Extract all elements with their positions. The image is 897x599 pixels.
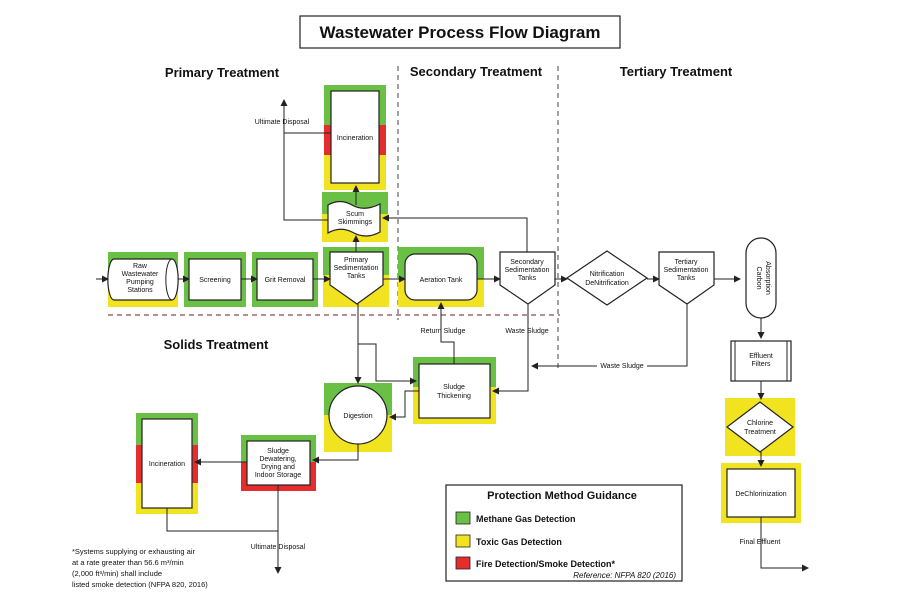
- label-carbon-line2: Absorption: [764, 261, 771, 295]
- flow-label-bg: [597, 360, 647, 370]
- node-aeration-tank: Aeration Tank: [404, 253, 478, 301]
- label-effluent-line1: Effluent: [749, 353, 773, 360]
- label-incin-solids: Incineration: [149, 461, 185, 468]
- flow-label-ultimate-disposal-bottom: Ultimate Disposal: [251, 544, 306, 551]
- legend-swatch-fire: [455, 556, 471, 570]
- node-secondary-sedimentation: Secondary Sedimentation Tanks: [499, 251, 556, 305]
- footnote: *Systems supplying or exhausting air at …: [72, 547, 208, 589]
- legend-box: [445, 484, 683, 582]
- legend-title: Protection Method Guidance: [487, 490, 637, 502]
- label-raw-line2: Wastewater: [122, 271, 159, 278]
- label-dewater-line4: Indoor Storage: [255, 472, 301, 479]
- label-nitri-line2: DeNitrification: [585, 280, 629, 287]
- label-scum-line2: Skimmings: [338, 219, 373, 226]
- label-screening: Screening: [199, 277, 231, 284]
- label-chlorine-line2: Treatment: [744, 429, 776, 436]
- label-secsed-line2: Sedimentation: [505, 267, 550, 274]
- label-raw-line3: Pumping: [126, 279, 154, 286]
- label-thick-line1: Sludge: [443, 384, 465, 391]
- label-grit-removal: Grit Removal: [265, 277, 306, 284]
- legend-label-toxic: Toxic Gas Detection: [476, 537, 562, 547]
- node-sludge-dewatering: Sludge Dewatering, Drying and Indoor Sto…: [246, 440, 311, 486]
- label-primsed-line2: Sedimentation: [334, 265, 379, 272]
- node-effluent-filters: Effluent Filters: [730, 340, 792, 382]
- label-dechlor: DeChlorinization: [735, 491, 786, 498]
- flow-label-final-effluent: Final Effluent: [740, 539, 781, 546]
- legend-swatch-methane: [455, 511, 471, 525]
- flow-label-ultimate-disposal-top: Ultimate Disposal: [255, 119, 310, 126]
- label-tersed-line3: Tanks: [677, 275, 696, 282]
- footnote-line3: (2,000 ft³/min) shall include: [72, 569, 162, 578]
- section-secondary: Secondary Treatment: [410, 64, 543, 79]
- label-incin-top: Incineration: [337, 135, 373, 142]
- legend-swatch-toxic: [455, 534, 471, 548]
- label-raw-line1: Raw: [133, 263, 148, 270]
- label-tersed-line1: Tertiary: [675, 259, 698, 266]
- label-effluent-line2: Filters: [751, 361, 771, 368]
- label-primsed-line3: Tanks: [347, 273, 366, 280]
- flow-label-waste-sludge-tertiary: Waste Sludge: [600, 363, 643, 370]
- legend-label-fire: Fire Detection/Smoke Detection*: [476, 559, 616, 569]
- section-solids: Solids Treatment: [164, 337, 269, 352]
- title-box: [299, 15, 621, 49]
- footnote-line4: listed smoke detection (NFPA 820, 2016): [72, 580, 208, 589]
- label-raw-line4: Stations: [127, 287, 153, 294]
- node-sludge-thickening: Sludge Thickening: [418, 363, 491, 419]
- flow-label-return-sludge: Return Sludge: [421, 328, 466, 335]
- footnote-line2: at a rate greater than 56.6 m³/min: [72, 558, 184, 567]
- section-tertiary: Tertiary Treatment: [620, 64, 733, 79]
- node-grit-removal: Grit Removal: [256, 258, 314, 301]
- node-chlorine-treatment: Chlorine Treatment: [726, 401, 794, 453]
- node-raw-pumping: Raw Wastewater Pumping Stations: [107, 258, 179, 301]
- node-carbon-absorption: Carbon Absorption: [745, 237, 777, 319]
- node-digestion: Digestion: [328, 385, 388, 445]
- label-carbon-line1: Carbon: [755, 267, 762, 290]
- footnote-line1: *Systems supplying or exhausting air: [72, 547, 195, 556]
- node-tertiary-sedimentation: Tertiary Sedimentation Tanks: [658, 251, 715, 305]
- legend: Protection Method Guidance Methane Gas D…: [445, 484, 683, 582]
- flow-label-waste-sludge-secondary: Waste Sludge: [505, 328, 548, 335]
- legend-label-methane: Methane Gas Detection: [476, 514, 576, 524]
- label-dewater-line3: Drying and: [261, 464, 295, 471]
- legend-reference: Reference: NFPA 820 (2016): [573, 571, 676, 580]
- flow-lines: [96, 99, 809, 574]
- label-dewater-line2: Dewatering,: [259, 456, 296, 463]
- node-nitrification: Nitrification DeNitrification: [565, 250, 649, 306]
- label-primsed-line1: Primary: [344, 257, 369, 264]
- label-dewater-line1: Sludge: [267, 448, 289, 455]
- label-thick-line2: Thickening: [437, 393, 471, 400]
- label-chlorine-line1: Chlorine: [747, 420, 773, 427]
- node-primary-sedimentation: Primary Sedimentation Tanks: [329, 251, 384, 305]
- node-incineration-solids: Incineration: [141, 418, 193, 509]
- section-primary: Primary Treatment: [165, 65, 280, 80]
- node-scum-skimmings: Scum Skimmings: [327, 200, 381, 237]
- label-nitri-line1: Nitrification: [590, 271, 625, 278]
- label-aeration: Aeration Tank: [420, 277, 463, 284]
- diagram-title: Wastewater Process Flow Diagram: [320, 23, 601, 42]
- label-digestion: Digestion: [343, 413, 372, 420]
- label-tersed-line2: Sedimentation: [664, 267, 709, 274]
- node-dechlorinization: DeChlorinization: [726, 468, 796, 518]
- node-screening: Screening: [188, 258, 242, 301]
- node-incineration-top: Incineration: [330, 90, 380, 184]
- label-scum-line1: Scum: [346, 211, 364, 218]
- label-secsed-line3: Tanks: [518, 275, 537, 282]
- label-secsed-line1: Secondary: [510, 259, 544, 266]
